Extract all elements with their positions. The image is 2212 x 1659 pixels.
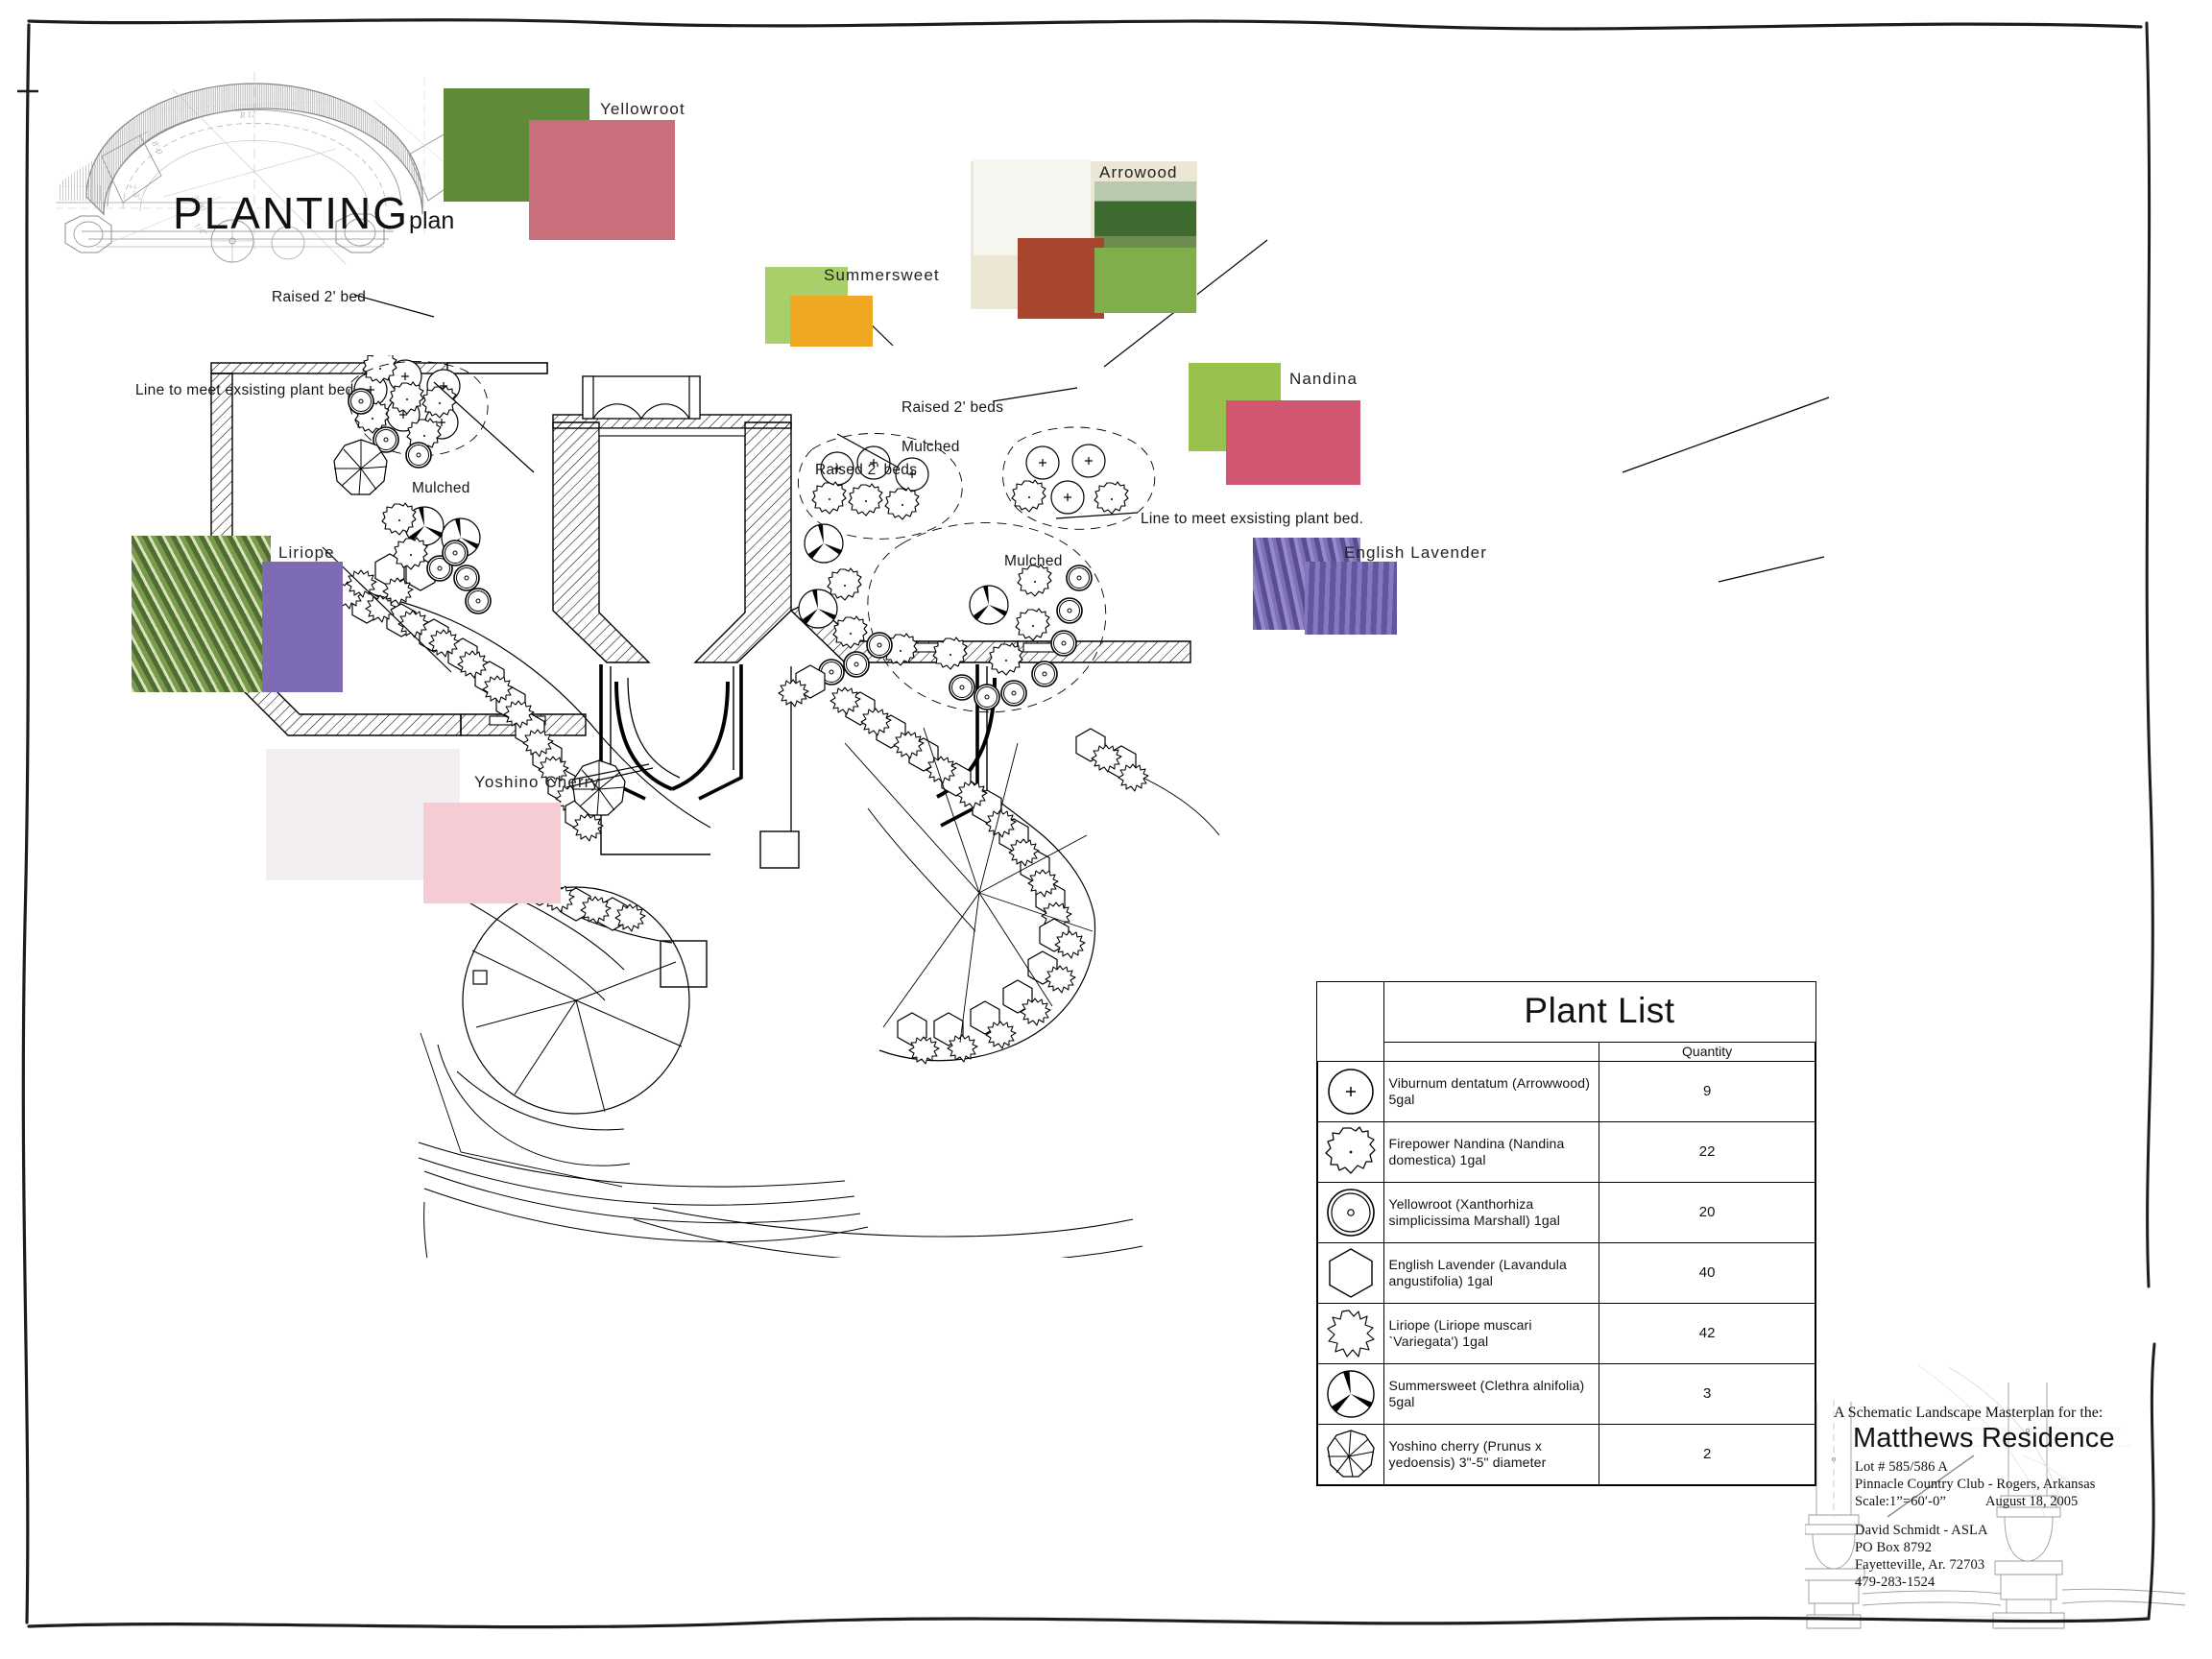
pinwheel-icon (1327, 1369, 1375, 1418)
symbol-cell-double-circle (1317, 1181, 1384, 1243)
architectural-sketch-icon: 8'-0 2'-3" 3'-00 1/4" R 12 (56, 72, 547, 265)
plant-quantity-cell: 3 (1599, 1362, 1815, 1425)
table-row: Yoshino cherry (Prunus x yedoensis) 3"-5… (1317, 1423, 1815, 1485)
photo-label-yellowroot: Yellowroot (600, 100, 685, 118)
title-block-designer: David Schmidt - ASLA (1855, 1523, 1988, 1538)
title-block: A Schematic Landscape Masterplan for the… (1805, 1363, 2189, 1632)
plant-quantity-cell: 2 (1599, 1423, 1815, 1485)
photo-liriope-flower (262, 562, 343, 692)
photo-label-yoshino-cherry: Yoshino Cherry (474, 773, 601, 791)
yoshino-cherry-tree-icon (1327, 1429, 1375, 1478)
circle-plus-icon (1328, 1068, 1374, 1115)
logo-title: PLANTINGplan (173, 187, 454, 239)
table-row: Summersweet (Clethra alnifolia) 5gal 3 (1317, 1362, 1815, 1425)
double-circle-icon (1326, 1188, 1375, 1237)
planting-plan-logo: 8'-0 2'-3" 3'-00 1/4" R 12 PLANTINGplan (48, 43, 547, 269)
table-row: Firepower Nandina (Nandina domestica) 1g… (1317, 1120, 1815, 1183)
photo-lavender-field (1305, 562, 1397, 635)
plant-name-cell: Firepower Nandina (Nandina domestica) 1g… (1382, 1120, 1600, 1183)
header-symbol-spacer (1317, 1042, 1384, 1061)
annot-mulched-right: Mulched (1004, 553, 1063, 569)
title-block-lot: Lot # 585/586 A (1855, 1459, 1948, 1475)
svg-text:2'-3": 2'-3" (128, 182, 143, 202)
photo-label-summersweet: Summersweet (824, 266, 940, 284)
photo-label-liriope: Liriope (278, 543, 335, 562)
title-block-project: Matthews Residence (1853, 1423, 2115, 1454)
plant-name-cell: Liriope (Liriope muscari `Variegata') 1g… (1382, 1302, 1600, 1364)
plant-list-title-spacer (1317, 982, 1384, 1042)
plant-quantity-cell: 9 (1599, 1060, 1815, 1122)
plant-quantity-cell: 42 (1599, 1302, 1815, 1364)
logo-title-sub: plan (409, 207, 455, 234)
photo-liriope-variegata (132, 536, 271, 692)
photo-yellowroot-autumn (529, 120, 675, 240)
plant-list-title: Plant List (1383, 982, 1815, 1043)
symbol-cell-pinwheel (1317, 1362, 1384, 1425)
title-block-location: Pinnacle Country Club - Rogers, Arkansas (1855, 1477, 2096, 1492)
quantity-column-header: Quantity (1599, 1041, 1815, 1062)
planting-plan-drawing (210, 355, 1220, 1258)
plant-name-cell: Summersweet (Clethra alnifolia) 5gal (1382, 1362, 1600, 1425)
header-name-spacer (1383, 1042, 1600, 1061)
photo-summersweet-gold (790, 296, 873, 347)
photo-arrowwood-autumn (1018, 238, 1104, 319)
plant-quantity-cell: 20 (1599, 1181, 1815, 1243)
symbol-cell-tree-polygon (1317, 1423, 1384, 1485)
photo-nandina-red (1226, 400, 1360, 485)
annot-line-to-meet-right: Line to meet exsisting plant bed. (1141, 511, 1364, 527)
title-block-scale: Scale:1”=60′-0” (1855, 1494, 1946, 1509)
table-row: English Lavender (Lavandula angustifolia… (1317, 1241, 1815, 1304)
photo-arrowwood-shrub (1094, 181, 1196, 252)
photo-arrowwood-leaf (1094, 248, 1196, 313)
annot-raised-2-beds-b: Raised 2' beds (815, 462, 918, 478)
title-block-date: August 18, 2005 (1985, 1494, 2079, 1509)
title-block-city: Fayetteville, Ar. 72703 (1855, 1557, 1985, 1573)
symbol-cell-fuzzy-circle (1317, 1120, 1384, 1183)
plant-quantity-cell: 40 (1599, 1241, 1815, 1304)
photo-label-arrowwood: Arrowood (1099, 163, 1178, 181)
hexagon-icon (1329, 1247, 1373, 1298)
title-block-subtitle: A Schematic Landscape Masterplan for the… (1834, 1405, 2104, 1421)
liriope-blob-icon (1327, 1309, 1375, 1358)
plant-name-cell: Yellowroot (Xanthorhiza simplicissima Ma… (1382, 1181, 1600, 1243)
photo-cherry-blossom (423, 803, 561, 903)
fuzzy-shrub-icon (1325, 1125, 1376, 1174)
plant-name-cell: Viburnum dentatum (Arrowwood) 5gal (1382, 1060, 1600, 1122)
plant-list-title-row: Plant List (1317, 982, 1815, 1043)
plant-name-cell: English Lavender (Lavandula angustifolia… (1382, 1241, 1600, 1304)
title-block-phone: 479-283-1524 (1855, 1575, 1936, 1590)
title-block-po-box: PO Box 8792 (1855, 1540, 1933, 1555)
symbol-cell-hexagon (1317, 1241, 1384, 1304)
annot-line-to-meet-left: Line to meet exsisting plant bed (135, 382, 354, 398)
logo-title-main: PLANTING (173, 188, 410, 238)
plant-quantity-cell: 22 (1599, 1120, 1815, 1183)
photo-label-english-lavender: English Lavender (1344, 543, 1487, 562)
symbol-cell-blob (1317, 1302, 1384, 1364)
photo-label-nandina: Nandina (1289, 370, 1358, 388)
svg-text:8'-0: 8'-0 (150, 139, 165, 156)
svg-text:R 12: R 12 (238, 108, 256, 120)
plant-list-header-row: Quantity (1317, 1041, 1815, 1062)
annot-mulched-left: Mulched (412, 480, 470, 496)
table-row: Viburnum dentatum (Arrowwood) 5gal 9 (1317, 1060, 1815, 1122)
plant-name-cell: Yoshino cherry (Prunus x yedoensis) 3"-5… (1382, 1423, 1600, 1485)
annot-raised-2-bed: Raised 2' bed (272, 289, 367, 305)
plant-list-table: Plant List Quantity Viburnum dentatum (A… (1316, 981, 1816, 1486)
annot-mulched-center-right: Mulched (902, 439, 960, 455)
table-row: Yellowroot (Xanthorhiza simplicissima Ma… (1317, 1181, 1815, 1243)
table-row: Liriope (Liriope muscari `Variegata') 1g… (1317, 1302, 1815, 1364)
symbol-cell-circle-plus (1317, 1060, 1384, 1122)
annot-raised-2-beds-a: Raised 2' beds (902, 399, 1004, 416)
